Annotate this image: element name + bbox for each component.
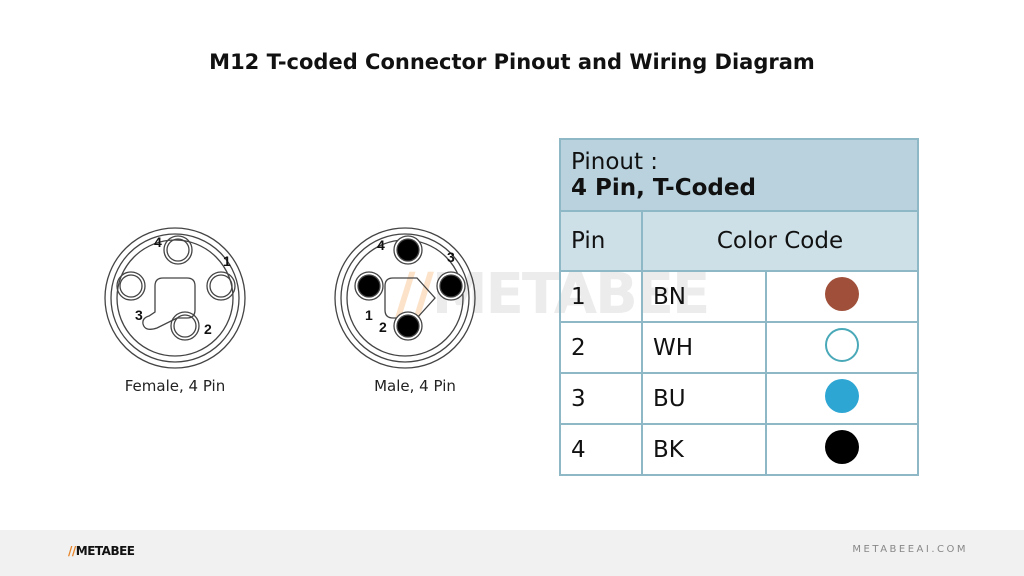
footer-site: METABEEAI.COM xyxy=(852,544,968,555)
female-pin-3 xyxy=(116,271,146,301)
pin-label: 2 xyxy=(204,321,212,337)
color-swatch xyxy=(825,276,859,311)
pin-label: 4 xyxy=(154,234,162,250)
table-title: Pinout :4 Pin, T-Coded xyxy=(559,138,919,212)
female-caption: Female, 4 Pin xyxy=(124,377,226,395)
female-pin-1 xyxy=(206,271,236,301)
footer: //METABEE METABEEAI.COM xyxy=(0,530,1024,576)
page-title: M12 T-coded Connector Pinout and Wiring … xyxy=(209,50,815,74)
pin-label: 1 xyxy=(365,307,373,323)
pin-label: 3 xyxy=(447,249,455,265)
pin-label: 4 xyxy=(377,237,385,253)
pin-label: 3 xyxy=(135,307,143,323)
pin-label: 2 xyxy=(379,319,387,335)
female-connector: 1 2 3 4 xyxy=(104,227,246,369)
footer-logo: //METABEE xyxy=(68,544,135,558)
col-header-pin: Pin xyxy=(559,210,643,272)
col-header-color: Color Code xyxy=(641,210,919,272)
male-connector: 1 2 3 4 xyxy=(334,227,476,369)
color-swatch xyxy=(825,327,859,362)
color-swatch xyxy=(825,378,859,413)
female-pin-4 xyxy=(163,235,193,265)
male-caption: Male, 4 Pin xyxy=(374,377,456,395)
color-swatch xyxy=(825,429,859,464)
pin-label: 1 xyxy=(223,253,231,269)
female-pin-2 xyxy=(170,311,200,341)
